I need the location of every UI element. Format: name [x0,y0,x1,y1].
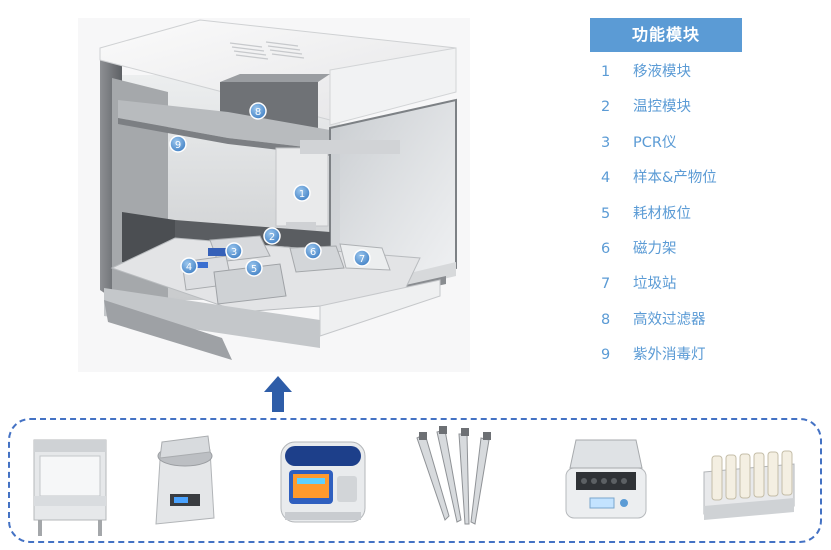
legend-item-label: 移液模块 [633,64,691,80]
legend-item-number: 2 [601,99,611,116]
legend-item-number: 3 [601,134,611,151]
callout-5: 5 [245,259,263,277]
legend-item-label: 垃圾站 [633,276,677,293]
legend-item-label: 温控模块 [633,99,691,116]
base-drawer [104,288,320,348]
callout-3: 3 [225,242,243,260]
legend-item-label: PCR仪 [633,134,677,151]
callout-4-label: 4 [186,262,192,273]
legend-item-number: 9 [601,347,611,364]
centrifuge-icon [155,435,215,525]
magnetic-rack-module [289,245,345,273]
gantry-rail [300,140,400,154]
dry-bath-heater-icon [565,439,647,519]
magnetic-rack-icon [703,450,795,520]
legend-item-number: 1 [601,64,611,80]
callout-8-label: 8 [255,107,261,118]
legend-item-6: 6 磁力架 [590,239,677,259]
callout-4: 4 [180,257,198,275]
blue-tip-box [208,248,226,256]
legend-item-5: 5 耗材板位 [590,204,691,224]
callout-7: 7 [353,249,371,267]
uv-lamp-shelf [118,100,330,150]
pipettes-icon [416,426,491,525]
base-plinth [104,300,232,360]
uv-lamp-shelf-edge [118,118,330,156]
legend-item-number: 5 [601,205,611,222]
top-cover-front-right [329,47,457,126]
instrument-illustration: 1 2 3 4 5 6 7 8 9 [78,18,470,372]
replaced-equipment-tray [8,418,822,543]
callout-5-label: 5 [251,264,257,275]
legend-item-8: 8 高效过滤器 [590,310,706,330]
blue-tip-box-2 [194,262,208,268]
legend-item-1: 1 移液模块 [590,62,691,82]
callout-9-label: 9 [175,140,181,151]
callout-6: 6 [304,242,322,260]
legend-item-number: 4 [601,170,611,187]
legend-item-7: 7 垃圾站 [590,274,677,294]
legend-item-4: 4 样本&产物位 [590,168,717,188]
callout-2: 2 [263,227,281,245]
legend-item-number: 6 [601,241,611,257]
callout-7-label: 7 [359,254,365,265]
legend-item-number: 8 [601,311,611,328]
up-arrow-icon [264,376,292,412]
deck-rear-bar [175,220,330,250]
legend-item-9: 9 紫外消毒灯 [590,345,706,365]
legend-item-label: 高效过滤器 [633,311,706,328]
callout-1: 1 [293,184,311,202]
drawer-front [319,279,441,337]
legend-item-number: 7 [601,276,611,293]
callout-6-label: 6 [310,247,316,258]
legend-item-label: 磁力架 [633,241,677,257]
legend-item-label: 耗材板位 [633,205,691,222]
biosafety-cabinet-icon [33,439,107,536]
callout-3-label: 3 [231,247,237,258]
vent-grille [229,41,305,60]
legend-item-label: 紫外消毒灯 [633,347,706,364]
legend-item-2: 2 温控模块 [590,97,691,117]
hepa-filter-top [220,74,330,82]
legend-item-label: 样本&产物位 [633,170,717,187]
legend-title: 功能模块 [590,18,742,52]
module-legend: 功能模块 1 移液模块 2 温控模块 3 PCR仪 4 样本&产物位 5 耗材板位 6 磁力架 7 垃圾站… [590,18,742,363]
callout-2-label: 2 [269,232,275,243]
callout-9: 9 [169,135,187,153]
callout-1-label: 1 [299,189,305,200]
callout-badges: 1 2 3 4 5 6 7 8 9 [169,102,371,277]
callout-8: 8 [249,102,267,120]
legend-item-3: 3 PCR仪 [590,133,676,153]
pcr-thermocycler-icon [280,441,366,523]
